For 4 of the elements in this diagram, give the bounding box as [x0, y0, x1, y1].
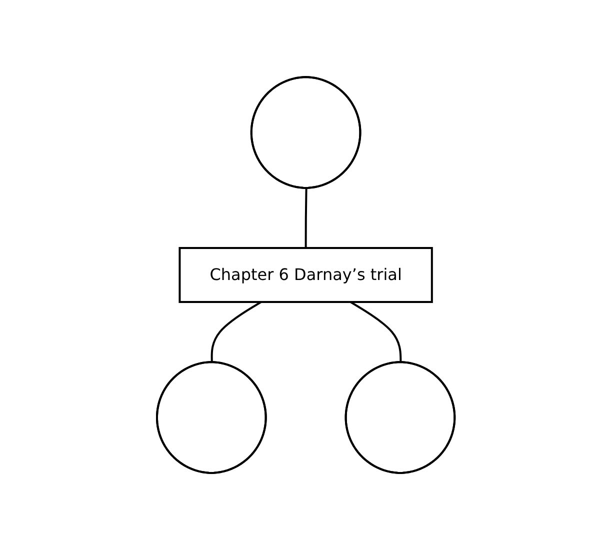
connector — [350, 301, 402, 362]
connector — [211, 301, 262, 362]
connector — [305, 188, 308, 248]
node-box: Chapter 6 Darnay’s trial — [178, 247, 434, 303]
